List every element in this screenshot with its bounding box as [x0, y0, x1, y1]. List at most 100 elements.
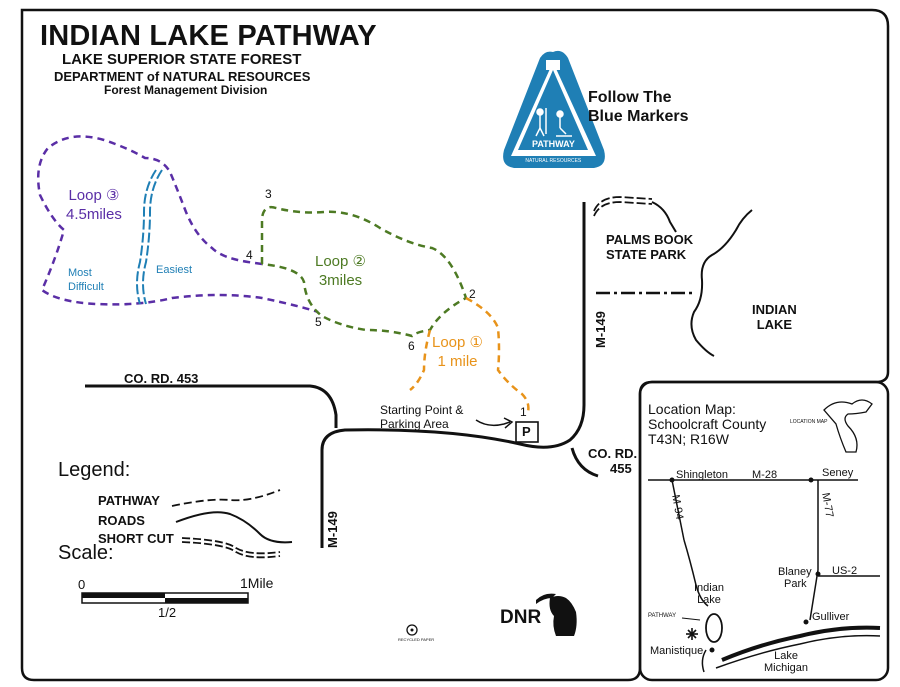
- legend-shortcut-sample-edge: [181, 541, 281, 559]
- map-subtitle-department: DEPARTMENT of NATURAL RESOURCES: [54, 69, 311, 84]
- map-subtitle-forest: LAKE SUPERIOR STATE FOREST: [62, 51, 302, 68]
- recycled-paper-icon: [406, 624, 418, 636]
- loop-2-trail: [260, 205, 468, 338]
- lake-line-2: LAKE: [756, 317, 793, 332]
- road-palms-book: [593, 201, 653, 217]
- blaney-park-label: Blaney Park: [778, 566, 812, 590]
- node-3: 3: [265, 187, 272, 201]
- node-6: 6: [408, 339, 415, 353]
- location-map-pathway-leader: [681, 617, 701, 621]
- lake-michigan-label: Lake Michigan: [764, 650, 808, 674]
- co-rd-453-label: CO. RD. 453: [124, 371, 199, 386]
- location-map-title: Location Map: Schoolcraft County T43N; R…: [648, 402, 766, 447]
- location-map-frame: [638, 380, 890, 682]
- loop-2-length: 3miles: [318, 272, 363, 289]
- location-map-title-3: T43N; R16W: [648, 431, 729, 447]
- marker-arrow-icon: [546, 60, 560, 70]
- location-map-roads: [648, 479, 880, 621]
- palms-line-2: STATE PARK: [606, 247, 687, 262]
- short-cut-trail-edge: [136, 169, 157, 305]
- node-5: 5: [315, 315, 322, 329]
- road-co-455: [570, 447, 599, 478]
- dnr-logo-text: DNR: [500, 607, 542, 628]
- node-4: 4: [246, 248, 253, 262]
- start-line-2: Parking Area: [380, 417, 449, 431]
- m-149-label: M-149: [593, 311, 608, 348]
- co-rd-455-line-1: CO. RD.: [588, 446, 638, 461]
- badge-department-text: MICHIGAN DEPARTMENT OF NATURAL RESOURCES: [515, 152, 584, 164]
- indian-lake-label: INDIAN LAKE: [752, 302, 797, 332]
- road-palms-book-end: [651, 201, 677, 233]
- most-difficult-line-1: Most: [68, 267, 92, 279]
- badge-pathway-text: PATHWAY: [532, 139, 575, 149]
- start-line-1: Starting Point &: [380, 403, 464, 417]
- location-map-inset-label: LOCATION MAP: [790, 419, 828, 425]
- scale-title: Scale:: [58, 542, 114, 564]
- badge-sub-1: MICHIGAN DEPARTMENT OF: [515, 152, 584, 158]
- loc-indian-line-1: Indian: [694, 582, 724, 594]
- loc-indian-line-2: Lake: [697, 594, 721, 606]
- scale-bar: [81, 592, 249, 604]
- indian-lake-shoreline: [690, 209, 753, 357]
- manistique-label: Manistique: [650, 645, 704, 657]
- starting-point-label: Starting Point & Parking Area: [380, 403, 463, 431]
- scale-one-mile: 1Mile: [240, 575, 274, 591]
- location-map-town-markers: [669, 477, 821, 653]
- recycled-paper-text: RECYCLED PAPER: [398, 637, 435, 642]
- loop-2-label: Loop ② 3miles: [315, 252, 366, 290]
- loop-1-name: Loop ①: [432, 334, 483, 351]
- loop-3-label: Loop ③ 4.5miles: [66, 186, 122, 224]
- follow-markers-note: Follow The Blue Markers: [588, 88, 689, 126]
- follow-line-2: Blue Markers: [588, 108, 689, 125]
- short-cut-trail: [142, 169, 163, 305]
- blaney-line-2: Park: [784, 578, 807, 590]
- start-arrow-head: [503, 417, 514, 429]
- loop-1-length: 1 mile: [437, 353, 478, 370]
- m-149-lower-label: M-149: [325, 511, 340, 548]
- map-title: INDIAN LAKE PATHWAY: [40, 20, 377, 52]
- location-map-pathway-star-icon: [686, 628, 698, 640]
- parking-symbol-box[interactable]: [515, 421, 539, 443]
- most-difficult-line-2: Difficult: [68, 281, 104, 293]
- michigan-logo: [536, 593, 577, 636]
- most-difficult-label: Most Difficult: [68, 266, 104, 294]
- road-co-453: [85, 384, 338, 428]
- lake-line-1: INDIAN: [752, 302, 797, 317]
- location-map-indian-lake: [705, 613, 723, 643]
- location-map-shoreline-inner: [715, 634, 881, 669]
- loop-1-label: Loop ① 1 mile: [432, 333, 483, 371]
- follow-line-1: Follow The: [588, 89, 672, 106]
- badge-sub-2: NATURAL RESOURCES: [525, 158, 582, 164]
- loop-3-length: 4.5miles: [66, 206, 122, 223]
- loop-3-trail: [37, 135, 319, 314]
- shingleton-label: Shingleton: [676, 469, 728, 481]
- co-rd-455-label: CO. RD. 455: [588, 446, 637, 476]
- location-map-title-2: Schoolcraft County: [648, 416, 767, 432]
- palms-line-1: PALMS BOOK: [606, 232, 694, 247]
- scale-half: 1/2: [158, 605, 177, 620]
- loop-2-name: Loop ②: [315, 253, 366, 270]
- hiker-skier-icon: [535, 108, 572, 137]
- start-arrow: [475, 419, 511, 427]
- scale-zero: 0: [78, 577, 86, 592]
- location-map-shoreline: [721, 625, 881, 662]
- map-subtitle-division: Forest Management Division: [104, 83, 268, 97]
- legend-shortcut-sample: [181, 537, 281, 555]
- gulliver-label: Gulliver: [812, 611, 850, 623]
- m-28-label: M-28: [752, 469, 778, 481]
- legend-roads-label: ROADS: [98, 513, 145, 528]
- lake-michigan-line-1: Lake: [774, 650, 798, 662]
- location-map-coast-west: [701, 649, 707, 673]
- road-m-149: [320, 202, 586, 548]
- co-rd-455-line-2: 455: [610, 461, 632, 476]
- us-2-label: US-2: [832, 565, 858, 577]
- loop-3-name: Loop ③: [68, 187, 120, 204]
- legend-roads-sample: [175, 511, 293, 544]
- lake-michigan-line-2: Michigan: [764, 662, 809, 674]
- loop-1-trail: [409, 296, 530, 413]
- palms-book-state-park-label: PALMS BOOK STATE PARK: [606, 232, 693, 262]
- location-map-title-1: Location Map:: [648, 401, 736, 417]
- location-pathway-label: PATHWAY: [648, 613, 677, 619]
- node-1: 1: [520, 405, 527, 419]
